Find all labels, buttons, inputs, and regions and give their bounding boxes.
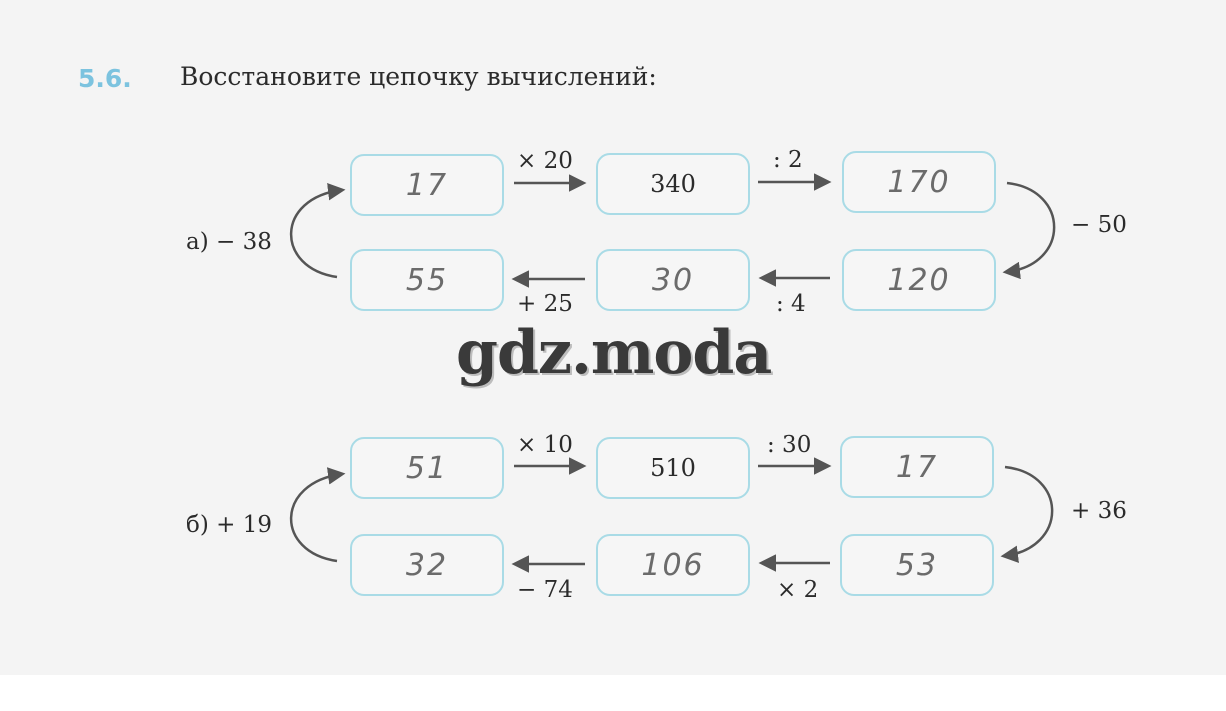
chain-a-box3[interactable]: 170 [842,151,996,213]
chain-a-box5-value: 30 [651,262,695,298]
chain-b-op3: × 2 [777,577,819,603]
chain-a-op2: : 2 [773,147,803,173]
chain-b-box3-value: 17 [895,449,939,485]
chain-a-box1-value: 17 [405,167,449,203]
chain-a-box6-value: 55 [405,262,449,298]
watermark: gdz.moda [456,318,772,388]
chain-b-box5[interactable]: 106 [596,534,750,596]
chain-b-box2: 510 [596,437,750,499]
chain-a-box1[interactable]: 17 [350,154,504,216]
chain-b-box6[interactable]: 32 [350,534,504,596]
arrows-layer [289,173,1056,573]
chain-a-label: а) − 38 [186,229,272,255]
chain-b-op2: : 30 [767,432,812,458]
arrow-b-right [1000,465,1054,563]
chain-a-right-op: − 50 [1071,212,1127,238]
chain-b-box2-value: 510 [650,454,696,482]
chain-a-op1: × 20 [517,148,573,174]
chain-b-box1-value: 51 [405,450,449,486]
arrow-b-left [289,467,346,563]
chain-a-box4[interactable]: 120 [842,249,996,311]
chain-b-box1[interactable]: 51 [350,437,504,499]
task-title: Восстановите цепочку вычислений: [180,62,657,91]
chain-b-label: б) + 19 [186,512,272,538]
chain-b-op4: − 74 [517,577,573,603]
chain-a-op4: + 25 [517,291,573,317]
textbook-page: 5.6. Восстановите цепочку вычислений: а)… [0,0,1226,675]
chain-b-right-op: + 36 [1071,498,1127,524]
chain-b-box4[interactable]: 53 [840,534,994,596]
chain-a-box3-value: 170 [887,164,951,200]
chain-b-box3[interactable]: 17 [840,436,994,498]
chain-b-box5-value: 106 [641,547,705,583]
chain-b-box6-value: 32 [405,547,449,583]
chain-a-box6[interactable]: 55 [350,249,504,311]
arrow-a-right [1002,181,1056,280]
task-number: 5.6. [78,64,132,93]
chain-a-box2: 340 [596,153,750,215]
chain-b-op1: × 10 [517,432,573,458]
chain-a-box2-value: 340 [650,170,696,198]
arrow-a-left [289,182,346,279]
chain-a-box4-value: 120 [887,262,951,298]
chain-b-box4-value: 53 [895,547,939,583]
chain-a-op3: : 4 [776,291,806,317]
chain-a-box5[interactable]: 30 [596,249,750,311]
